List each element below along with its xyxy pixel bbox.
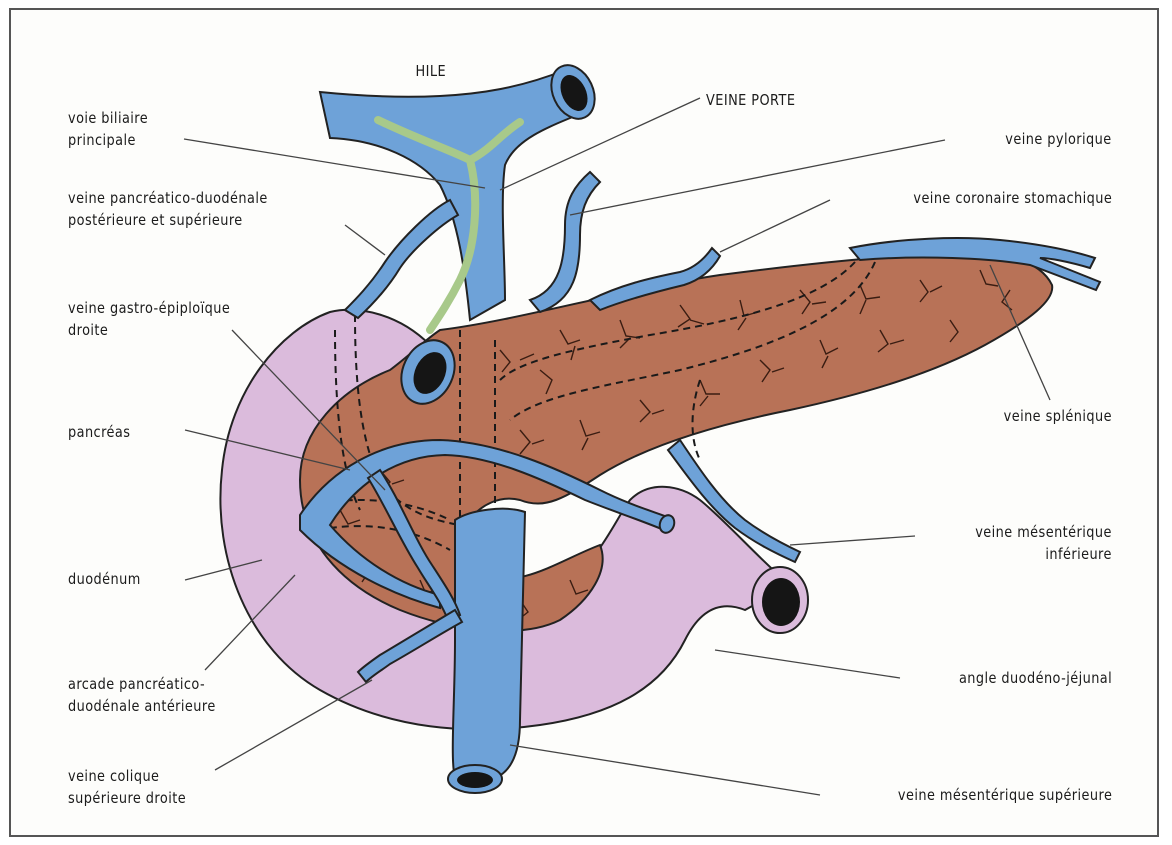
label-veine-pancreatico-duodenale-post: veine pancréatico-duodénale postérieure … [68, 187, 268, 231]
label-veine-pylorique: veine pylorique [1006, 128, 1112, 150]
label-veine-coronaire: veine coronaire stomachique [913, 187, 1112, 209]
label-veine-mesenterique-inferieure: veine mésentérique inférieure [975, 521, 1112, 565]
label-veine-mesenterique-superieure: veine mésentérique supérieure [898, 784, 1112, 806]
label-hile: HILE [415, 60, 446, 82]
label-angle-duodeno-jejunal: angle duodéno-jéjunal [959, 667, 1112, 689]
label-arcade: arcade pancréatico- duodénale antérieure [68, 673, 216, 717]
label-veine-colique: veine colique supérieure droite [68, 765, 186, 809]
label-pancreas: pancréas [68, 421, 130, 443]
label-veine-splenique: veine splénique [1004, 405, 1112, 427]
label-duodenum: duodénum [68, 568, 141, 590]
label-veine-gastro-epiploique: veine gastro-épiploïque droite [68, 297, 230, 341]
label-voie-biliaire: voie biliaire principale [68, 107, 148, 151]
label-veine-porte: VEINE PORTE [706, 89, 795, 111]
